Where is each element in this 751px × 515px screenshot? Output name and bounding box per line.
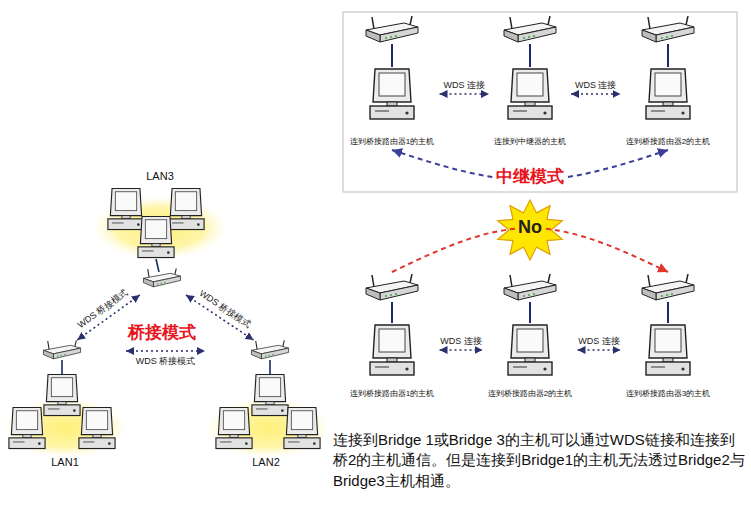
lan-name: LAN3 (146, 170, 174, 183)
computer-icon (252, 374, 288, 415)
computer-icon (646, 325, 690, 375)
link-label: WDS 连接 (573, 80, 619, 91)
computer-icon (508, 69, 552, 119)
lan-group: LAN1 (4, 340, 126, 472)
wds-link (440, 349, 483, 351)
router-icon (366, 16, 418, 42)
router-icon (504, 274, 556, 300)
link-label: WDS 桥接模式 (74, 286, 132, 332)
host-computer: 连到桥接路由器2的主机 (483, 272, 578, 402)
cable (529, 44, 531, 67)
host-computer: 连接到中继器的主机 (489, 14, 571, 150)
host-computer: 连到桥接路由器3的主机 (621, 272, 716, 402)
host-computer: 连到桥接路由器2的主机 (621, 14, 716, 150)
router-icon (251, 340, 288, 359)
computer-icon (108, 188, 144, 229)
cable (156, 259, 159, 272)
lan-name: LAN2 (252, 456, 280, 469)
computer-icon (284, 407, 320, 448)
computer-icon (646, 69, 690, 119)
cable (667, 44, 669, 67)
computer-icon (370, 69, 414, 119)
router-icon (43, 340, 80, 359)
wds-link (578, 349, 621, 351)
computer-icon (9, 407, 45, 448)
computer-icon (79, 407, 115, 448)
cable (667, 302, 669, 323)
router-icon (642, 16, 694, 42)
cable (391, 44, 393, 67)
cable (529, 302, 531, 323)
router-icon (504, 16, 556, 42)
computer-icon (216, 407, 252, 448)
lan-name: LAN1 (51, 456, 79, 469)
mode-title: 中继模式 (493, 167, 567, 187)
host-label: 连接到中继器的主机 (494, 137, 566, 147)
host-label: 连到桥接路由器3的主机 (626, 389, 710, 399)
starburst (498, 200, 563, 260)
host-label: 连到桥接路由器1的主机 (350, 389, 434, 399)
computer-icon (508, 325, 552, 375)
lan-group: LAN3 (95, 168, 225, 295)
computer-icon (44, 374, 80, 415)
computer-icon (138, 216, 174, 257)
no-mark: No (516, 217, 544, 239)
link-label: WDS 桥接模式 (196, 287, 255, 331)
host-label: 连到桥接路由器1的主机 (350, 137, 434, 147)
mode-title: 桥接模式 (125, 323, 199, 343)
panel-frame (343, 12, 737, 192)
link-label: WDS 桥接模式 (134, 356, 198, 367)
wds-link (440, 93, 490, 95)
wds-link (571, 93, 621, 95)
cable (61, 360, 63, 374)
router-icon (143, 268, 180, 287)
computer-icon (168, 188, 204, 229)
wds-link (126, 350, 205, 352)
host-computer: 连到桥接路由器1的主机 (345, 14, 440, 150)
router-icon (366, 274, 418, 300)
lan-group: LAN2 (205, 340, 327, 472)
router-icon (642, 274, 694, 300)
link-label: WDS 连接 (442, 80, 488, 91)
link-label: WDS 连接 (438, 336, 484, 347)
host-label: 连到桥接路由器2的主机 (626, 137, 710, 147)
caption-text: 连接到Bridge 1或Bridge 3的主机可以通过WDS链接和连接到桥2的主… (333, 430, 745, 491)
host-computer: 连到桥接路由器1的主机 (345, 272, 440, 402)
cable (269, 360, 271, 374)
cable (391, 302, 393, 323)
link-label: WDS 连接 (576, 336, 622, 347)
computer-icon (370, 325, 414, 375)
host-label: 连到桥接路由器2的主机 (488, 389, 572, 399)
